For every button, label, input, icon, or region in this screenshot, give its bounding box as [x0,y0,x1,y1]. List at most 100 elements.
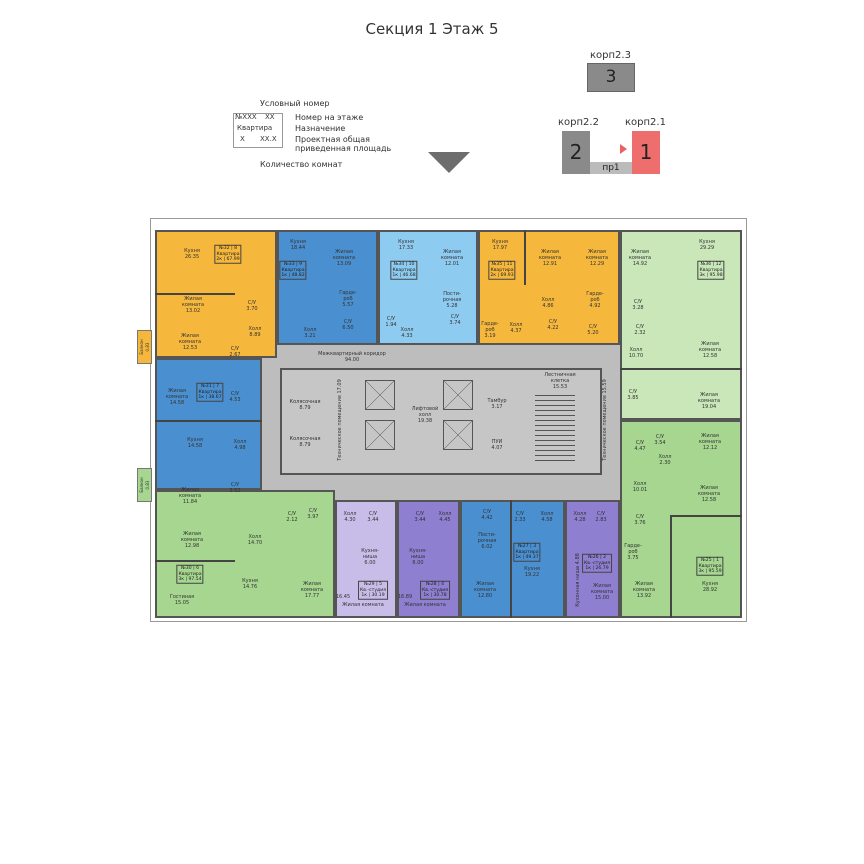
room-label: С/У 4.53 [229,391,241,403]
apartment-tag: №31 | 7 Квартира 1к | 38.67 [196,382,224,402]
balcony-label: Балкон 0.83 [139,339,150,355]
room-label: С/У 3.54 [654,434,666,446]
wall [155,560,235,562]
direction-arrow-icon [428,152,470,173]
room-label: С/У 4.47 [634,440,646,452]
balcony[interactable]: Балкон 0.83 [137,468,152,502]
current-position-marker-icon [620,144,627,154]
room-label: Кухня- ниша 6.00 [409,548,427,566]
legend-label: Проектная общая приведенная площадь [295,135,392,153]
room-label: С/У 4.22 [547,319,559,331]
room-label: Холл 3.21 [303,327,317,339]
legend-label: Количество комнат [260,160,343,169]
room-label: Кухня 14.76 [242,578,258,590]
room-label: Гарде- роб 3.19 [481,321,499,339]
elevator-icon [365,420,395,450]
room-label: Жилая комната 12.91 [538,249,562,267]
legend-label: Назначение [295,124,346,133]
room-label: Жилая комната 14.58 [165,388,189,406]
room-label: Холл 4.33 [400,327,414,339]
legend-label: Условный номер [260,99,330,108]
apartment-tag: №30 | 6 Квартира 3к | 97.54 [176,564,204,584]
room-label: 16.89 [397,594,413,600]
apartment-34[interactable] [378,230,478,345]
wall [510,500,512,618]
apartment-tag: №36 | 12 Квартира 3к | 95.98 [697,260,725,280]
building-2-3-label: корп2.3 [590,50,631,61]
page-title: Секция 1 Этаж 5 [365,20,499,38]
room-label: С/У 3.44 [414,511,426,523]
building-2-1[interactable]: 1 [632,131,660,174]
wall [155,293,235,295]
room-label: Жилая комната 14.92 [628,249,652,267]
apartment-31[interactable] [155,358,262,490]
apartment-tag: №35 | 11 Квартира 2к | 69.93 [488,260,516,280]
room-label: Жилая комната 12.29 [585,249,609,267]
room-label: Жилая комната 12.12 [698,433,722,451]
room-label: Холл 10.70 [628,347,644,359]
room-label: Гостиная 15.05 [169,594,195,606]
room-label: Жилая комната 11.84 [178,487,202,505]
room-label: Пости- рочная 6.02 [477,532,497,550]
apartment-25[interactable] [620,420,742,618]
room-label: Гарде- роб 3.75 [624,543,642,561]
room-label: ПУИ 4.07 [491,439,503,451]
room-label: Пости- рочная 5.28 [442,291,462,309]
room-label: Жилая комната 12.58 [697,485,721,503]
building-2-3[interactable]: 3 [587,63,635,92]
apartment-26[interactable] [565,500,620,618]
room-label: Гарде- роб 5.57 [339,290,357,308]
room-label: Холл 14.70 [247,534,263,546]
room-label: С/У 2.83 [595,511,607,523]
building-2-1-label: корп2.1 [625,117,666,128]
room-label: С/У 3.97 [307,508,319,520]
apartment-35[interactable] [478,230,620,345]
room-label: С/У 6.50 [342,319,354,331]
legend-label: Номер на этаже [295,113,364,122]
apartment-tag: №34 | 10 Квартира 1к | 46.68 [390,260,418,280]
room-label: Жилая комната 17.77 [300,581,324,599]
room-label: Холл 10.01 [632,481,648,493]
room-label: Кухня 29.29 [699,239,715,251]
wall [524,230,526,285]
room-label: Техническое помещение 17.09 [337,379,343,461]
room-label: С/У 2.32 [634,324,646,336]
room-label: Гарде- роб 4.92 [586,291,604,309]
room-label: Холл 8.89 [248,326,262,338]
room-label: Кухня 17.97 [492,239,508,251]
legend-cell: X [240,135,245,143]
apartment-27[interactable] [460,500,565,618]
passage-1: пр1 [590,162,632,174]
room-label: Жилая комната 12.01 [440,249,464,267]
building-2-2[interactable]: 2 [562,131,590,174]
room-label: Жилая комната 12.58 [698,341,722,359]
room-label: Кухня 18.44 [290,239,306,251]
room-label: С/У 3.52 [229,482,241,494]
elevator-icon [443,380,473,410]
room-label: Жилая комната 12.80 [473,581,497,599]
room-label: Жилая комната 13.09 [332,249,356,267]
apartment-tag: №29 | 5 Кв.-студия 1к | 30.19 [358,580,388,600]
room-label: Холл 4.28 [573,511,587,523]
room-label: Межквартирный коридор 94.00 [318,351,386,363]
legend-cell: XX.X [260,135,277,143]
legend-cell: Квартира [237,124,273,132]
room-label: Тамбур 3.17 [487,398,507,410]
room-label: Кухня- ниша 6.00 [361,548,379,566]
apartment-33[interactable] [277,230,378,345]
room-label: Кухня 26.35 [184,248,200,260]
room-label: С/У 3.85 [627,389,639,401]
room-label: Кухня 14.58 [187,437,203,449]
wall [670,515,742,517]
apartment-30[interactable] [155,490,335,618]
apartment-tag: №25 | 1 Квартира 3к | 95.59 [696,556,724,576]
room-label: Лифтовой холл 19.38 [411,406,439,424]
room-label: С/У 3.28 [632,299,644,311]
room-label: Жилая комната 15.00 [590,583,614,601]
balcony[interactable]: Балкон 0.83 [137,330,152,364]
building-number: 2 [569,140,583,164]
wall [620,368,742,370]
room-label: Жилая комната 12.98 [180,531,204,549]
room-label: Жилая комната 12.53 [178,333,202,351]
room-label: С/У 3.74 [449,314,461,326]
